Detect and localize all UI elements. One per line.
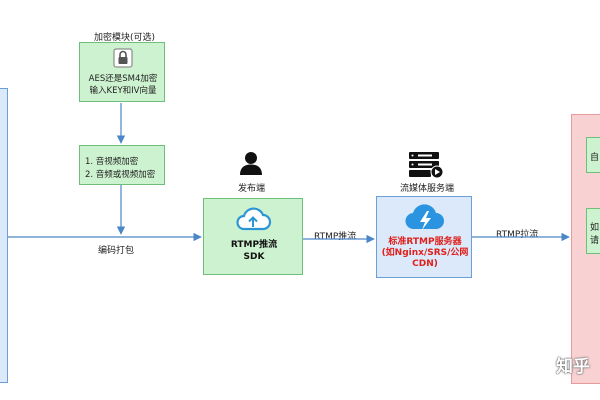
server-role-label: 流媒体服务端 — [400, 184, 455, 194]
push-arrow-label: RTMP推流 — [314, 232, 357, 242]
player-item-1-box: 自 — [586, 137, 600, 173]
player-item-2-box: 如 请 — [586, 208, 600, 254]
server-icon — [409, 152, 444, 178]
cloud-upload-icon — [236, 207, 272, 231]
encrypt-options-box: 1. 音视频加密 2. 音频或视频加密 — [79, 145, 165, 185]
pull-arrow-label: RTMP拉流 — [496, 230, 539, 240]
server-line2: (如Nginx/SRS/公网 — [381, 248, 469, 258]
lock-icon — [113, 48, 133, 68]
encode-pack-label: 编码打包 — [98, 246, 135, 256]
server-line3: CDN) — [412, 259, 438, 269]
sdk-line1: RTMP推流 — [230, 240, 278, 250]
player-box-partial: 自 如 请 — [571, 114, 600, 384]
publisher-role-label: 发布端 — [238, 184, 266, 194]
rtmp-server-box: 标准RTMP服务器 (如Nginx/SRS/公网 CDN) — [376, 196, 472, 278]
source-box-partial — [0, 88, 8, 383]
player-item-1-text: 自 — [590, 153, 600, 163]
player-item-2-text-a: 如 — [590, 223, 600, 233]
server-line1: 标准RTMP服务器 — [388, 237, 462, 247]
encryption-key-text: 输入KEY和IV向量 — [89, 86, 157, 96]
sdk-line2: SDK — [243, 252, 265, 262]
encryption-module-title: 加密模块(可选) — [94, 33, 156, 43]
watermark: 知乎 — [556, 357, 590, 377]
encryption-algo-text: AES还是SM4加密 — [88, 74, 158, 84]
player-item-2-text-b: 请 — [590, 236, 600, 246]
cloud-lightning-icon — [405, 204, 444, 230]
encrypt-option-2: 2. 音频或视频加密 — [85, 170, 156, 180]
encryption-module-box: AES还是SM4加密 输入KEY和IV向量 — [79, 42, 165, 102]
encrypt-option-1: 1. 音视频加密 — [85, 157, 139, 167]
user-icon — [240, 152, 262, 175]
rtmp-push-sdk-box: RTMP推流 SDK — [203, 198, 303, 275]
